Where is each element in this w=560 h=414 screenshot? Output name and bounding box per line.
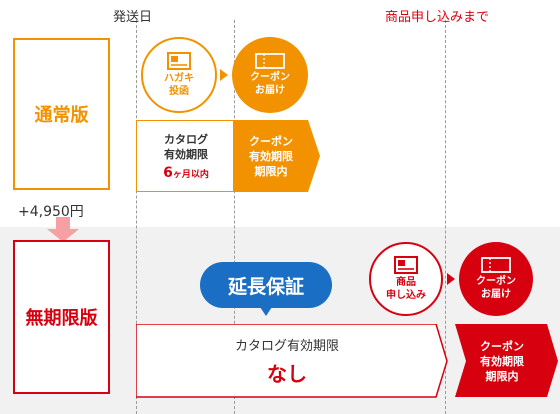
badge-pointer bbox=[260, 307, 272, 316]
unlimited-plan-box: 無期限版 bbox=[13, 240, 110, 394]
arrow-right-icon bbox=[220, 69, 228, 81]
down-arrow-icon bbox=[47, 217, 79, 242]
validity-none: なし bbox=[267, 362, 307, 386]
validity-period: 6ヶ月以内 bbox=[163, 162, 209, 181]
ship-date-header: 発送日 bbox=[113, 10, 153, 25]
validity-number: 6 bbox=[163, 164, 173, 181]
extended-guarantee-badge: 延長保証 bbox=[200, 262, 332, 308]
unlimited-plan-label: 無期限版 bbox=[25, 308, 98, 329]
upgrade-price: +4,950円 bbox=[18, 204, 84, 220]
coupon-validity-unlimited: クーポン 有効期限 期限内 bbox=[480, 339, 524, 383]
catalog-validity-label: カタログ 有効期限 bbox=[164, 132, 208, 161]
postcard-label: ハガキ 投函 bbox=[164, 73, 194, 97]
standard-plan-label: 通常版 bbox=[34, 105, 89, 126]
unlimited-timeline-bar bbox=[136, 324, 558, 398]
application-deadline-header: 商品申し込みまで bbox=[385, 10, 490, 25]
arrow-right-icon bbox=[447, 273, 455, 285]
validity-unit: ヶ月以内 bbox=[172, 169, 209, 180]
guide-line-application bbox=[445, 20, 446, 414]
coupon-icon bbox=[481, 257, 511, 273]
coupon-delivery-step-standard: クーポン お届け bbox=[232, 37, 308, 113]
coupon-validity-standard: クーポン 有効期限 期限内 bbox=[249, 134, 293, 178]
product-application-label: 商品 申し込み bbox=[386, 277, 426, 301]
postcard-icon bbox=[394, 256, 418, 274]
standard-timeline-bar bbox=[136, 120, 320, 192]
coupon-delivery-step-unlimited: クーポン お届け bbox=[459, 242, 533, 316]
coupon-delivery-label-standard: クーポン お届け bbox=[250, 72, 290, 96]
coupon-delivery-label-unlimited: クーポン お届け bbox=[476, 276, 516, 300]
postcard-icon bbox=[167, 52, 191, 70]
guide-line-ship-date bbox=[136, 20, 137, 414]
postcard-step: ハガキ 投函 bbox=[141, 37, 217, 113]
coupon-icon bbox=[255, 53, 285, 69]
catalog-validity-unlimited: カタログ有効期限 なし bbox=[138, 326, 436, 396]
extended-guarantee-label: 延長保証 bbox=[227, 275, 304, 298]
catalog-validity-standard: カタログ 有効期限 6ヶ月以内 bbox=[138, 122, 234, 190]
standard-plan-box: 通常版 bbox=[13, 38, 110, 190]
product-application-step: 商品 申し込み bbox=[369, 242, 443, 316]
catalog-validity-label-unlimited: カタログ有効期限 bbox=[234, 339, 339, 354]
guide-line-middle bbox=[234, 20, 235, 414]
